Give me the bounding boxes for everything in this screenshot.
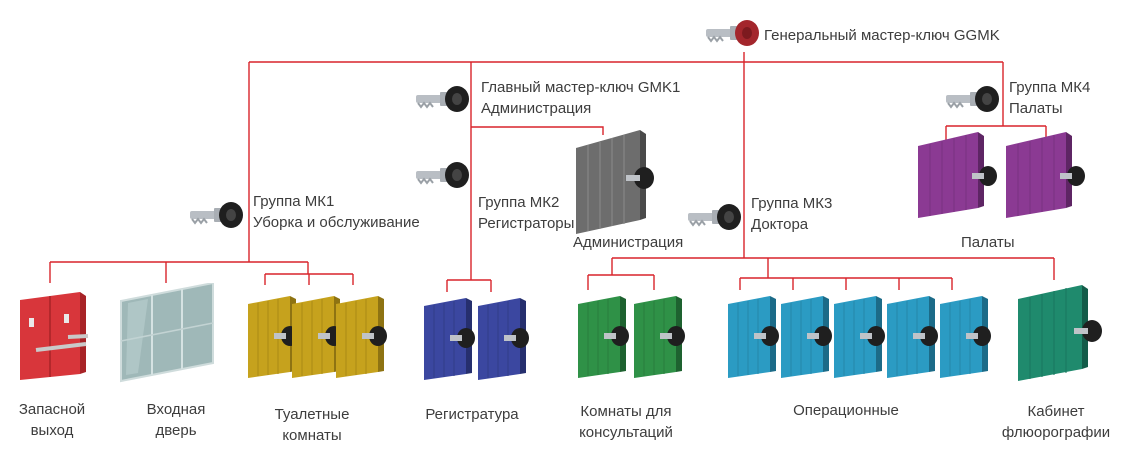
registry-door-icon: [476, 298, 532, 387]
consult-caption: Комнаты для консультаций: [579, 403, 673, 441]
admin-caption: Администрация: [573, 234, 684, 251]
consult-door-icon: [576, 296, 632, 385]
wards-caption: Палаты: [961, 234, 1015, 251]
operating-door-icon: [726, 296, 782, 385]
mk3-label: Группа МК3 Доктора: [751, 195, 833, 233]
registry-caption: Регистратура: [425, 406, 519, 423]
key-icon: [686, 202, 742, 237]
registry-door-icon: [422, 298, 478, 387]
operating-caption: Операционные: [793, 402, 899, 419]
operating-door-icon: [938, 296, 994, 385]
fluoro-caption: Кабинет флюорографии: [1001, 403, 1111, 441]
master-key-icon: [704, 18, 760, 53]
key-icon: [414, 160, 470, 195]
operating-door-icon: [885, 296, 941, 385]
toilet-door-icon: [334, 296, 390, 385]
operating-door-icon: [832, 296, 888, 385]
operating-door-icon: [779, 296, 835, 385]
ward-door-icon: [916, 132, 1006, 227]
admin-door-icon: [574, 130, 664, 241]
emergency-door-icon: [16, 292, 92, 385]
key-icon: [188, 200, 244, 235]
mk2-label: Группа МК2 Регистраторы: [478, 194, 575, 232]
mk1-label: Группа МК1 Уборка и обслуживание: [253, 193, 420, 231]
entrance-caption: Входная дверь: [146, 401, 206, 439]
gmk1-label: Главный мастер-ключ GMK1 Администрация: [481, 79, 681, 117]
emergency-caption: Запасной выход: [18, 401, 86, 439]
glass-door-icon: [118, 281, 218, 388]
key-icon: [414, 84, 470, 119]
key-icon: [944, 84, 1000, 119]
mk4-label: Группа МК4 Палаты: [1009, 79, 1091, 117]
consult-door-icon: [632, 296, 688, 385]
fluoro-door-icon: [1016, 285, 1106, 390]
ggmk-label: Генеральный мастер-ключ GGMK: [764, 27, 1000, 44]
toilets-caption: Туалетные комнаты: [274, 406, 350, 444]
ward-door-icon: [1004, 132, 1094, 227]
